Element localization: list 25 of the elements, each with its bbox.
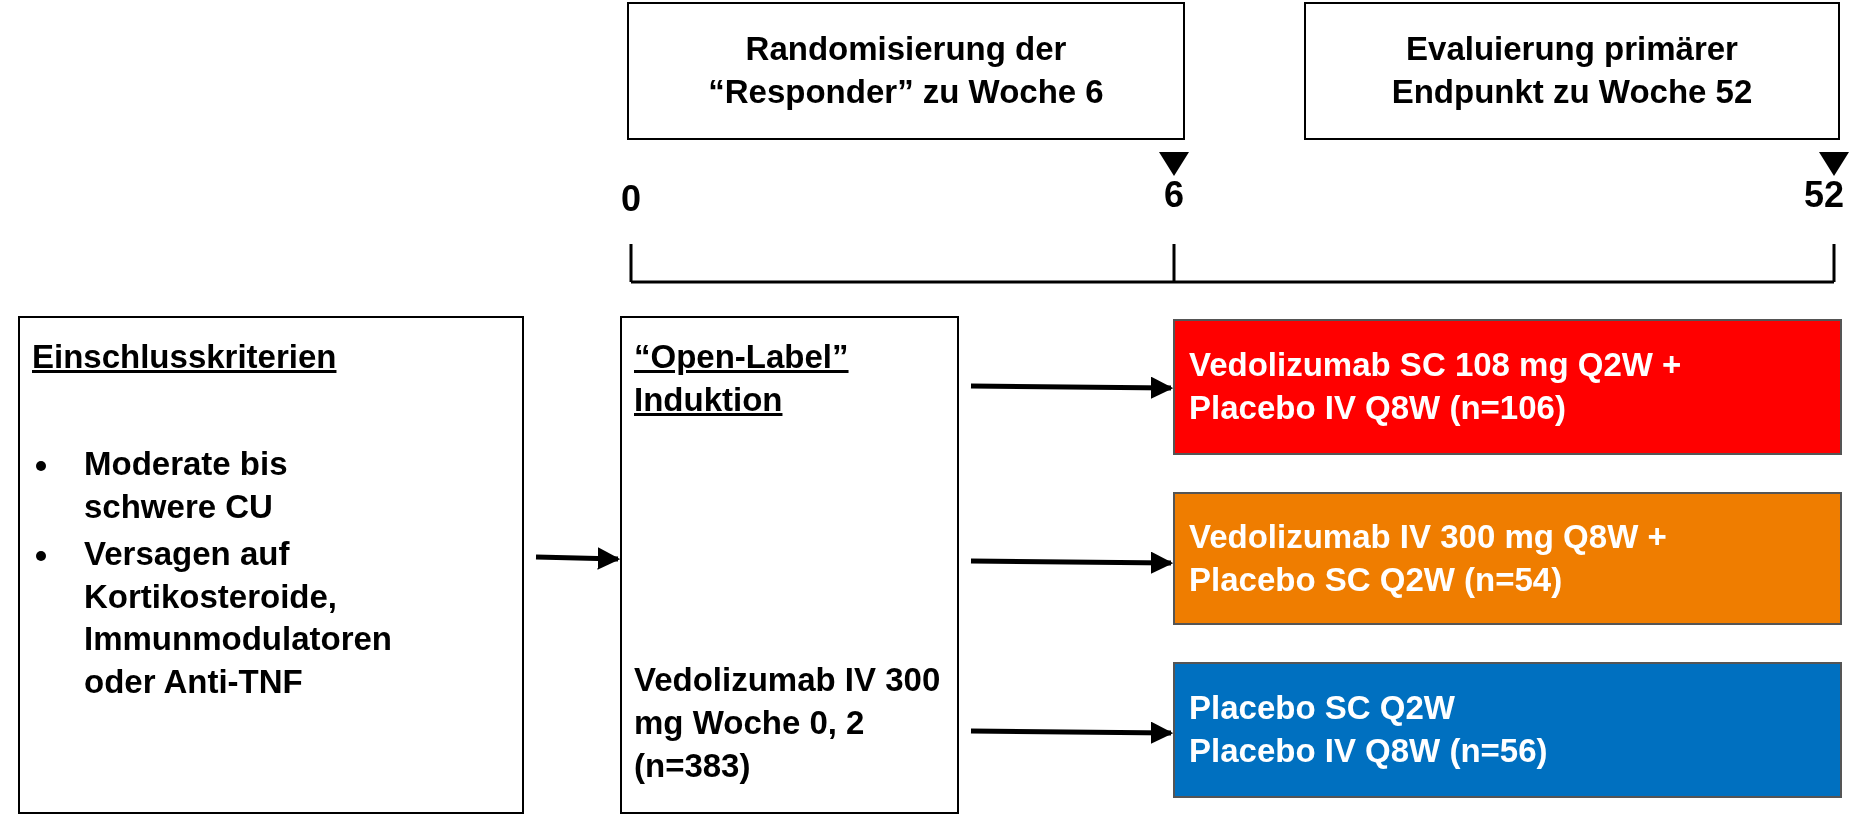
box-text: Vedolizumab SC 108 mg Q2W + Placebo IV Q8W (n=106) <box>1189 345 1683 428</box>
arrow <box>535 547 621 570</box>
bullet-item: Moderate bis schwere CU <box>84 444 288 525</box>
box-text: Vedolizumab IV 300 mg Woche 0, 2 (n=383) <box>634 660 942 787</box>
arrow <box>970 721 1174 745</box>
heading: Einschlusskriterien <box>32 337 338 377</box>
tick-label: 6 <box>1164 174 1184 216</box>
treatment-arm-box <box>1173 319 1842 455</box>
box-text: Vedolizumab IV 300 mg Q8W + Placebo SC Q2W (n=54) <box>1189 516 1668 600</box>
process-box <box>627 2 1185 140</box>
process-box <box>18 316 524 814</box>
bullet-item: Versagen auf Kortikosteroide, Immunmodulatoren oder Anti-TNF <box>84 534 392 701</box>
tick-label: 0 <box>621 178 641 220</box>
box-text: Evaluierung primärer Endpunkt zu Woche 52 <box>1390 29 1754 112</box>
treatment-arm-box <box>1173 492 1842 625</box>
arrow <box>970 376 1174 400</box>
process-box <box>1304 2 1840 140</box>
treatment-arm-box <box>1173 662 1842 798</box>
arrow <box>970 551 1174 575</box>
box-text: Randomisierung der “Responder” zu Woche 6 <box>707 29 1105 112</box>
tick-label: 52 <box>1804 174 1844 216</box>
box-text: Placebo IV Q8W (n=56) <box>1189 731 1549 771</box>
heading: “Open-Label” Induktion <box>634 337 850 420</box>
process-box <box>620 316 959 814</box>
box-text: Placebo SC Q2W <box>1189 688 1456 729</box>
